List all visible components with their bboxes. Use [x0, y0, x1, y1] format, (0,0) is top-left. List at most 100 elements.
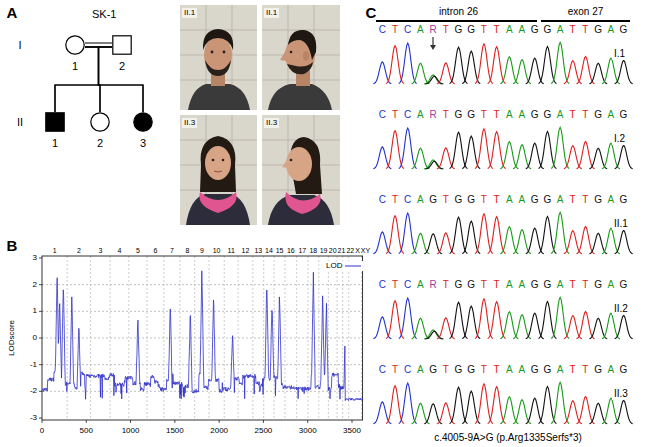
- beard: [287, 62, 313, 74]
- mouth: [214, 171, 222, 172]
- base-letter: A: [516, 280, 529, 290]
- base-letter: A: [554, 110, 567, 120]
- base-letter: G: [528, 25, 541, 35]
- individual-number: 1: [45, 138, 65, 149]
- base-letter: G: [592, 280, 605, 290]
- pedigree-symbol: [65, 35, 85, 55]
- chromatogram-peak: [475, 44, 493, 84]
- chromatogram-peak: [577, 397, 595, 424]
- individual-label: II.1: [612, 218, 630, 230]
- lod-plot: [39, 256, 363, 423]
- pedigree-individual: 1: [65, 35, 85, 72]
- base-letter: C: [376, 25, 389, 35]
- photo-label: II.3: [264, 118, 279, 128]
- base-letter: G: [541, 25, 554, 35]
- base-letter: T: [579, 280, 592, 290]
- legend-sample: [345, 263, 361, 269]
- chromosome-boundary: [263, 256, 264, 420]
- face: [205, 146, 231, 180]
- chromatogram-peak: [450, 387, 468, 423]
- axis-tick: [86, 420, 87, 423]
- chromatogram-peak: [615, 230, 633, 253]
- chromatogram-peak: [411, 63, 429, 84]
- chromatogram-peak: [577, 227, 595, 254]
- nose: [282, 160, 288, 168]
- axis-tick: [174, 420, 175, 423]
- base-letter: G: [592, 25, 605, 35]
- base-letter: G: [541, 280, 554, 290]
- chromosome-label: 17: [298, 247, 306, 254]
- axis-tick-label: 1500: [166, 427, 184, 435]
- axis-tick: [307, 420, 308, 423]
- chromatogram-peak: [399, 213, 417, 253]
- base-letter: T: [478, 25, 491, 35]
- photo-label: II.1: [182, 8, 197, 18]
- chromosome-label: 4: [117, 247, 121, 254]
- chromosome-boundary: [67, 256, 68, 420]
- axis-tick: [42, 420, 43, 423]
- chromosome-label: 12: [242, 247, 250, 254]
- chromosome-boundary: [110, 256, 111, 420]
- descent-line: [85, 47, 143, 112]
- chromatogram-peak: [475, 214, 493, 254]
- axis-tick-label: -3: [30, 414, 37, 422]
- pedigree-individual: 2: [112, 35, 132, 72]
- chromosome-boundary: [307, 256, 308, 420]
- axis-tick: [130, 420, 131, 423]
- individual-label: I.1: [612, 48, 627, 60]
- base-letter: A: [516, 25, 529, 35]
- chromatogram-peak: [475, 384, 493, 424]
- individual-label: II.3: [612, 388, 630, 400]
- chromatogram-peak: [551, 297, 569, 338]
- base-letter: G: [465, 110, 478, 120]
- chromosome-label: 15: [276, 247, 284, 254]
- base-letter: G: [452, 110, 465, 120]
- chromosome-boundary: [318, 256, 319, 420]
- pedigree-symbol: [133, 112, 153, 132]
- chromatogram-peak: [488, 132, 506, 169]
- base-letter: C: [376, 365, 389, 375]
- mutation-arrowhead: [430, 45, 436, 50]
- base-letter: A: [414, 280, 427, 290]
- chromosome-label: 11: [228, 247, 235, 254]
- base-letter: C: [376, 195, 389, 205]
- chromosome-boundary: [337, 256, 338, 420]
- patient-photo: [262, 5, 340, 110]
- chromosome-boundary: [284, 256, 285, 420]
- chromosome-label: 10: [213, 247, 221, 254]
- chromatogram-peak: [577, 57, 595, 84]
- chromatogram-peak: [500, 57, 518, 84]
- base-letter: A: [516, 110, 529, 120]
- base-letter: G: [528, 195, 541, 205]
- face: [286, 147, 312, 181]
- chromosome-label: 20: [329, 247, 337, 254]
- base-letter: A: [604, 195, 617, 205]
- axis-tick-label: 2000: [210, 427, 228, 435]
- base-letter: A: [503, 280, 516, 290]
- chromatogram-trace: [373, 382, 632, 423]
- eye: [211, 51, 214, 54]
- base-letter: G: [465, 280, 478, 290]
- chromatogram-peak: [577, 142, 595, 169]
- base-letter: G: [528, 365, 541, 375]
- axis-tick-label: 1000: [122, 427, 140, 435]
- photo-background: [180, 115, 257, 225]
- pedigree-square: [113, 36, 131, 54]
- base-letter: G: [452, 365, 465, 375]
- chromosome-label: X: [355, 247, 360, 254]
- chromosome-label: 8: [185, 247, 189, 254]
- base-letter: T: [439, 25, 452, 35]
- wall-tiles: [180, 115, 257, 225]
- chromatogram-peak: [551, 42, 569, 83]
- base-letter: A: [554, 365, 567, 375]
- base-letter: A: [414, 365, 427, 375]
- base-letter: G: [541, 365, 554, 375]
- region-label: intron 26: [439, 7, 478, 17]
- chromatogram-peak: [615, 60, 633, 83]
- base-letter: A: [604, 280, 617, 290]
- pedigree-circle: [134, 113, 152, 131]
- chromatogram-trace: [373, 212, 632, 253]
- base-letter: T: [478, 365, 491, 375]
- chromatogram-peak: [500, 312, 518, 339]
